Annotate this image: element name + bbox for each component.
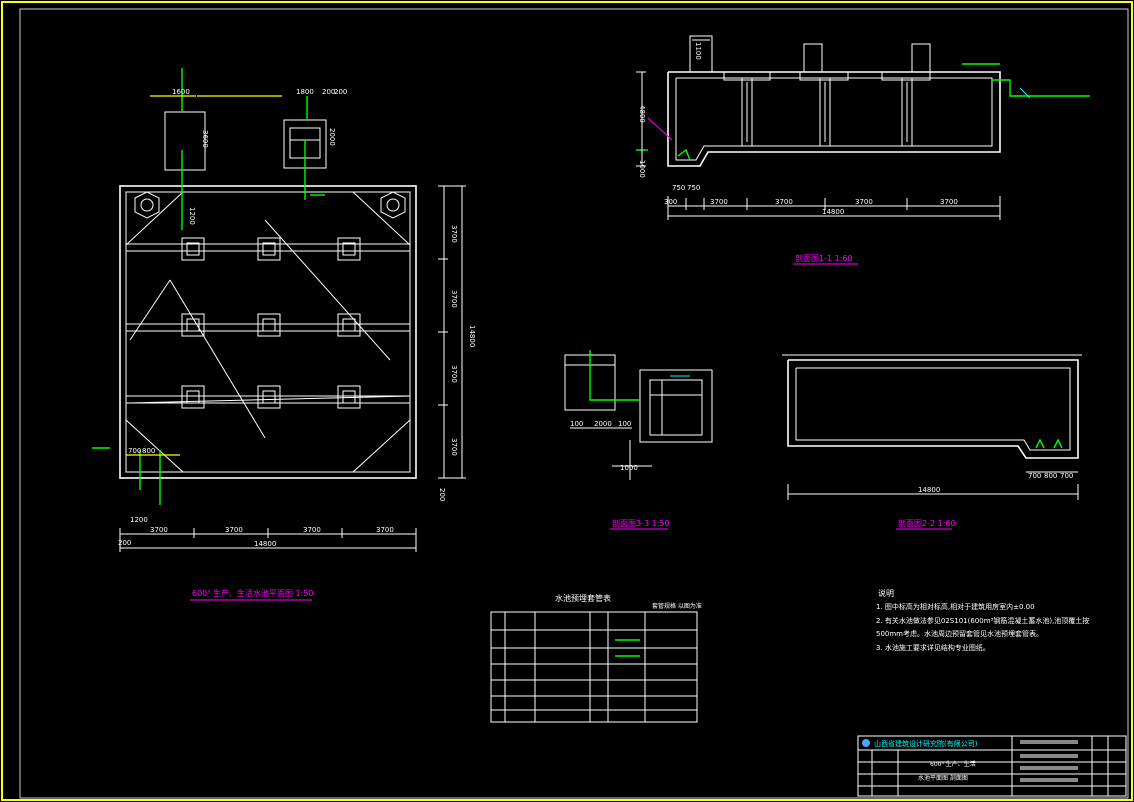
plan-label-1200: 1200 bbox=[188, 207, 196, 225]
section-3-3 bbox=[564, 350, 713, 480]
plan-valve-dim-2: 2000 bbox=[328, 128, 336, 146]
s33-dim-3: 100 bbox=[618, 420, 631, 428]
sleeve-table bbox=[490, 611, 698, 723]
s22-small-2: 800 bbox=[1044, 472, 1057, 480]
plan-dim-bottom-3: 3700 bbox=[303, 526, 321, 534]
notes-heading: 说明 bbox=[878, 588, 894, 598]
table-side-note: 套管规格 以图为准 bbox=[652, 602, 702, 610]
plan-bottom-small-2: 800 bbox=[142, 447, 155, 455]
plan-dim-right-2: 3700 bbox=[450, 290, 458, 308]
plan-bottom-small-3: 1200 bbox=[130, 516, 148, 524]
plan-dim-bottom-1: 3700 bbox=[150, 526, 168, 534]
note-3: 500mm考虑。水池周边预留套管见水池预埋套管表。 bbox=[876, 629, 1043, 638]
s11-dim-5: 3700 bbox=[855, 198, 873, 206]
section33-title: 剖面图3-3 1:50 bbox=[612, 518, 670, 528]
s22-total: 14800 bbox=[918, 486, 940, 494]
note-4: 3. 水池施工要求详见结构专业图纸。 bbox=[876, 643, 990, 652]
titleblock-project-2: 水池平面图 剖面图 bbox=[918, 774, 968, 782]
s11-dim-6: 3700 bbox=[940, 198, 958, 206]
s33-dim-1: 100 bbox=[570, 420, 583, 428]
s11-dim-3: 3700 bbox=[710, 198, 728, 206]
titleblock-project-1: 600³ 生产、生活 bbox=[930, 760, 976, 768]
plan-top-dim-3: 200 bbox=[322, 88, 335, 96]
s22-small-1: 700 bbox=[1028, 472, 1041, 480]
s33-dim-2: 2000 bbox=[594, 420, 612, 428]
section11-title: 剖面图1-1 1:60 bbox=[795, 253, 853, 263]
section-1-1 bbox=[636, 35, 1090, 220]
plan-dim-bottom-4: 3700 bbox=[376, 526, 394, 534]
plan-dim-edge-left: 200 bbox=[118, 539, 131, 547]
plan-dim-edge-right: 200 bbox=[438, 488, 446, 501]
titleblock-company: 山西省建筑设计研究院(有限公司) bbox=[874, 739, 978, 748]
s33-bottom: 1000 bbox=[620, 464, 638, 472]
plan-dim-right-3: 3700 bbox=[450, 365, 458, 383]
s11-dim-2: 750 bbox=[687, 184, 700, 192]
section-2-2 bbox=[782, 354, 1082, 500]
s11-left-dim-1: 4800 bbox=[638, 105, 646, 123]
plan-valve-dim-1: 3600 bbox=[201, 130, 209, 148]
plan-dim-right-1: 3700 bbox=[450, 225, 458, 243]
plan-top-dim-2: 1800 bbox=[296, 88, 314, 96]
title-block bbox=[857, 735, 1127, 797]
s11-top-dim: 1100 bbox=[694, 42, 702, 60]
s11-dim-4: 3700 bbox=[775, 198, 793, 206]
plan-top-dim-1: 1600 bbox=[172, 88, 190, 96]
s11-left-dim-2: 1000 bbox=[638, 160, 646, 178]
note-2: 2. 有关水池做法参见02S101(600m³钢筋混凝土蓄水池),池顶覆土按 bbox=[876, 616, 1089, 625]
table-title: 水池预埋套管表 bbox=[555, 593, 611, 603]
plan-dim-total: 14800 bbox=[254, 540, 276, 548]
plan-title: 600³ 生产、生活水池平面图 1:50 bbox=[192, 588, 314, 598]
plan-bottom-small-1: 700 bbox=[128, 447, 141, 455]
note-1: 1. 图中标高为相对标高,相对于建筑用房室内±0.00 bbox=[876, 602, 1035, 611]
plan-dim-bottom-2: 3700 bbox=[225, 526, 243, 534]
plan-dim-right-4: 3700 bbox=[450, 438, 458, 456]
s11-dim-total: 14800 bbox=[822, 208, 844, 216]
inner-frame bbox=[19, 8, 1129, 799]
plan-top-dim-4: 200 bbox=[334, 88, 347, 96]
s11-dim-1: 750 bbox=[672, 184, 685, 192]
company-logo bbox=[862, 739, 870, 747]
s11-bottom-small: 300 bbox=[664, 198, 677, 206]
s22-small-3: 700 bbox=[1060, 472, 1073, 480]
plan-dim-right-total: 14800 bbox=[468, 325, 476, 347]
section22-title: 剖面图2-2 1:60 bbox=[898, 518, 956, 528]
plan-view bbox=[92, 68, 466, 552]
